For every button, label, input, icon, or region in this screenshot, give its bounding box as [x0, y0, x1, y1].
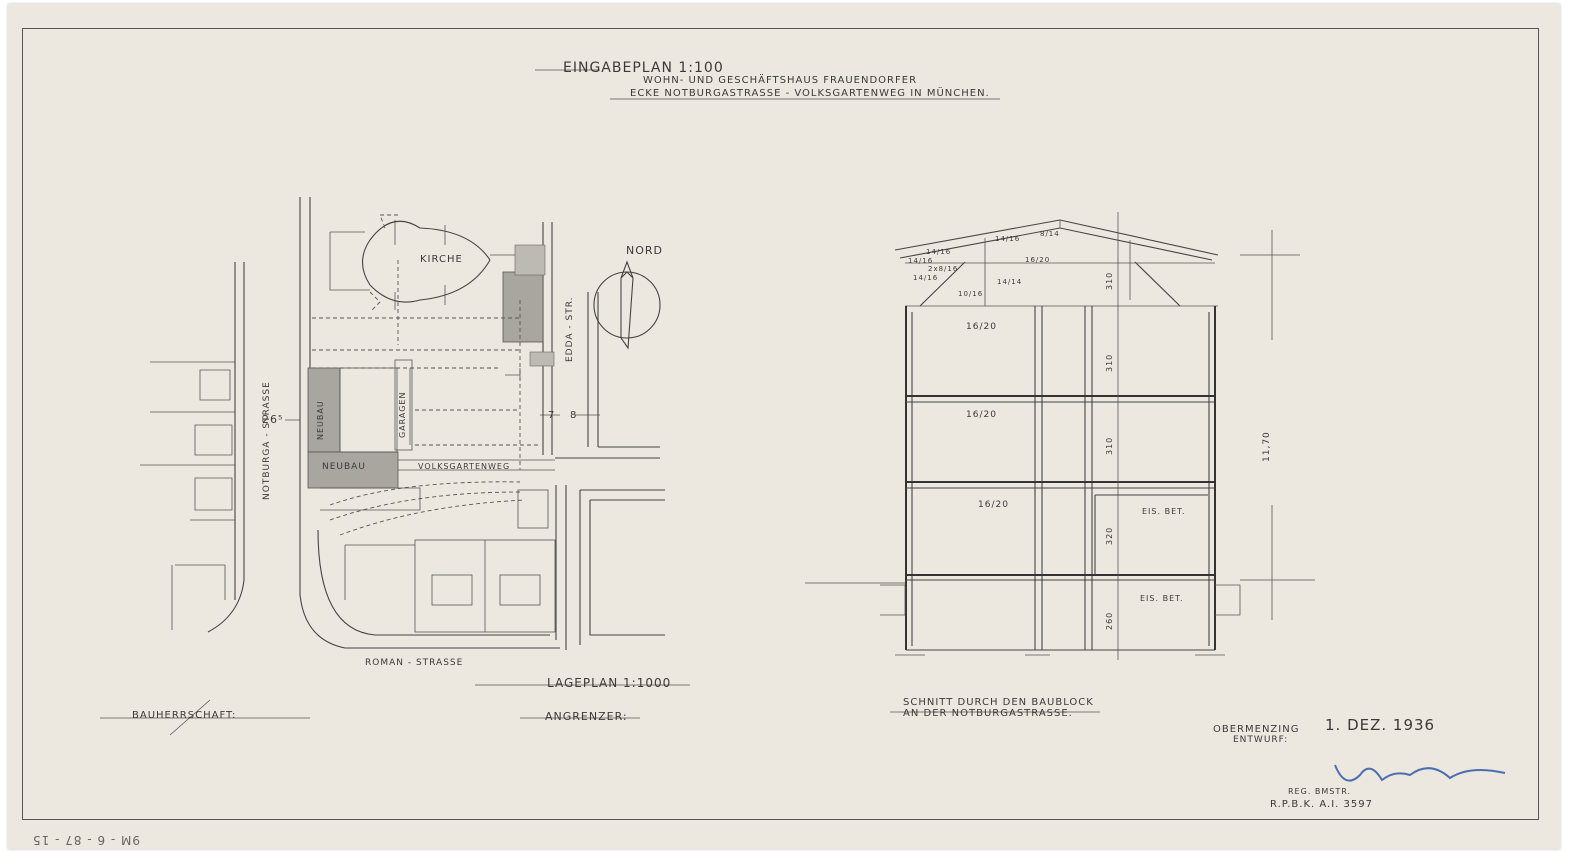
- site-plan-drawing: [140, 197, 665, 650]
- height-roof: 310: [1105, 271, 1114, 290]
- drawing-frame: [22, 28, 1539, 820]
- caption-section-2: AN DER NOTBURGASTRASSE.: [903, 708, 1073, 719]
- timber-label: 14/16: [908, 257, 934, 265]
- beam-label: 16/20: [966, 410, 997, 420]
- timber-label: 8/14: [1040, 230, 1060, 238]
- label-kirche: KIRCHE: [420, 254, 463, 265]
- concrete-label: EIS. BET.: [1140, 594, 1184, 603]
- label-obermenzing: OBERMENZING: [1213, 724, 1300, 735]
- label-street-roman: ROMAN - STRASSE: [365, 658, 464, 668]
- dim-8: 8: [570, 410, 578, 421]
- section-drawing: [805, 212, 1315, 660]
- title-line-2: WOHN- UND GESCHÄFTSHAUS FRAUENDORFER: [643, 75, 918, 86]
- height-ground: 260: [1105, 611, 1114, 630]
- timber-label: 14/16: [913, 274, 939, 282]
- label-street-notburga: NOTBURGA - STRASSE: [262, 381, 272, 500]
- reg-line-2: R.P.B.K. A.I. 3597: [1270, 799, 1373, 810]
- timber-label: 14/16: [926, 248, 952, 256]
- timber-label: 16/20: [1025, 256, 1051, 264]
- timber-label: 14/16: [995, 235, 1021, 243]
- label-entwurf: ENTWURF:: [1233, 735, 1289, 745]
- total-height: 11,70: [1262, 431, 1272, 462]
- height-floor-1: 320: [1105, 526, 1114, 545]
- height-floor-3: 310: [1105, 353, 1114, 372]
- height-floor-2: 310: [1105, 436, 1114, 455]
- signature-scribble: [1334, 764, 1506, 782]
- title-line-1: EINGABEPLAN 1:100: [563, 60, 724, 76]
- date: 1. DEZ. 1936: [1325, 716, 1436, 734]
- label-nord: NORD: [626, 244, 663, 257]
- timber-label: 10/16: [958, 290, 984, 298]
- beam-label: 16/20: [966, 322, 997, 332]
- beam-label: 16/20: [978, 500, 1009, 510]
- corner-note: 9M - 6 - 87 - 15: [32, 833, 141, 847]
- label-street-edda: EDDA - STR.: [565, 296, 575, 362]
- timber-label: 14/14: [997, 278, 1023, 286]
- concrete-label: EIS. BET.: [1142, 507, 1186, 516]
- label-neubau-horizontal: NEUBAU: [322, 462, 366, 472]
- label-garagen: GARAGEN: [398, 391, 407, 438]
- drawing-sheet: [8, 4, 1560, 849]
- label-bauherrschaft: BAUHERRSCHAFT:: [132, 710, 237, 721]
- dim-7: 7: [548, 410, 556, 421]
- label-angrenzer: ANGRENZER:: [545, 710, 628, 723]
- dim-26: 26⁵: [262, 413, 284, 426]
- label-neubau-vertical: NEUBAU: [316, 400, 325, 440]
- timber-label: 2x8/16: [928, 265, 959, 273]
- label-volksgartenweg: VOLKSGARTENWEG: [418, 462, 511, 471]
- title-line-3: ECKE NOTBURGASTRASSE - VOLKSGARTENWEG IN…: [630, 88, 990, 99]
- caption-section-1: SCHNITT DURCH DEN BAUBLOCK: [903, 697, 1094, 708]
- reg-line-1: REG. BMSTR.: [1288, 787, 1352, 796]
- caption-lageplan: LAGEPLAN 1:1000: [547, 676, 672, 690]
